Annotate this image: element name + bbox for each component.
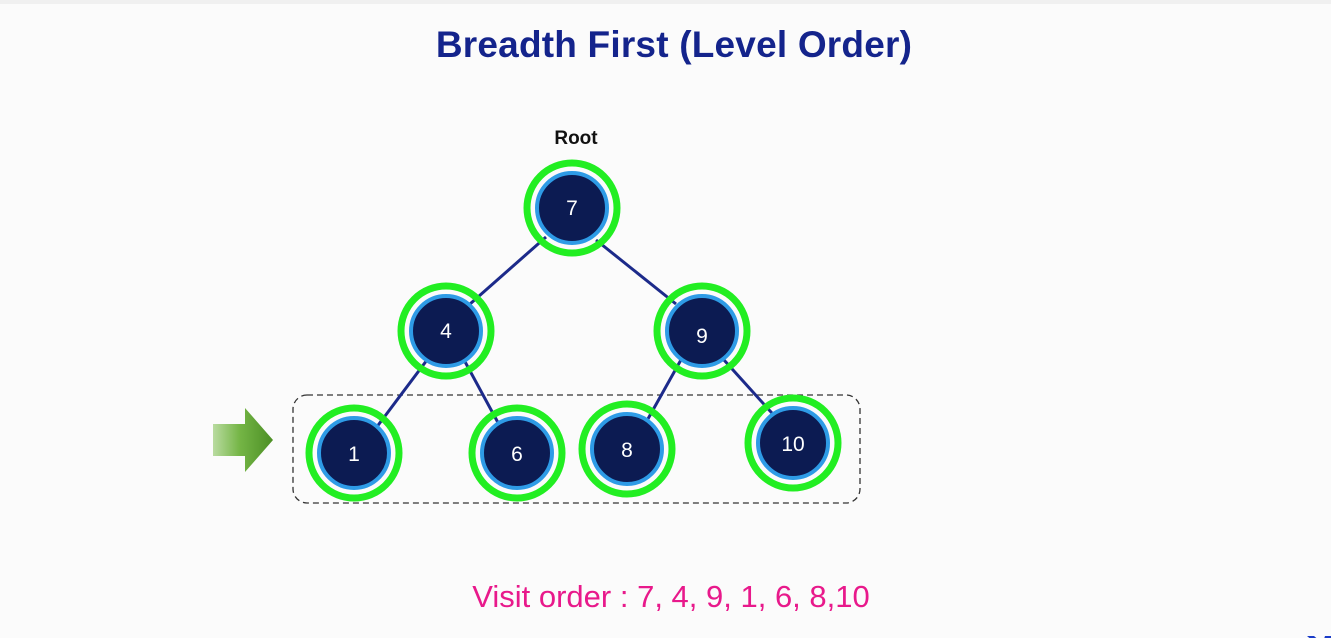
current-level-box [292, 394, 861, 504]
visited-ring [578, 400, 676, 498]
edge-7-9 [595, 238, 677, 306]
node-value: 9 [696, 325, 708, 348]
node-circle [590, 412, 664, 486]
tree-node-1: 1 [305, 404, 403, 502]
node-circle [317, 416, 391, 490]
node-value: 10 [781, 433, 804, 456]
node-circle [535, 171, 609, 245]
slide-title: Breadth First (Level Order) [435, 24, 913, 65]
corner-logo-fragment [1305, 622, 1331, 638]
tree-node-9: 9 [653, 282, 751, 380]
node-circle [756, 406, 830, 480]
node-value: 4 [440, 320, 452, 343]
visited-ring [468, 404, 566, 502]
node-circle [665, 294, 739, 368]
visited-ring [397, 282, 495, 380]
node-value: 1 [348, 443, 360, 466]
node-circle [480, 416, 554, 490]
tree-node-6: 6 [468, 404, 566, 502]
node-value: 7 [566, 197, 578, 220]
edge-9-10 [722, 358, 782, 424]
node-circle [409, 294, 483, 368]
visited-ring [653, 282, 751, 380]
binary-tree-diagram: 7 4 9 1 6 8 [213, 159, 861, 504]
tree-node-4: 4 [397, 282, 495, 380]
tree-node-8: 8 [578, 400, 676, 498]
tree-node-7: 7 [523, 159, 621, 257]
node-value: 6 [511, 443, 523, 466]
root-label: Root [554, 128, 598, 149]
visited-ring [523, 159, 621, 257]
visited-ring [305, 404, 403, 502]
level-pointer-arrow [213, 408, 273, 472]
visited-ring [744, 394, 842, 492]
visit-order-text: Visit order : 7, 4, 9, 1, 6, 8,10 [472, 579, 870, 614]
node-value: 8 [621, 439, 633, 462]
tree-node-10: 10 [744, 394, 842, 492]
edge-7-4 [469, 235, 547, 306]
